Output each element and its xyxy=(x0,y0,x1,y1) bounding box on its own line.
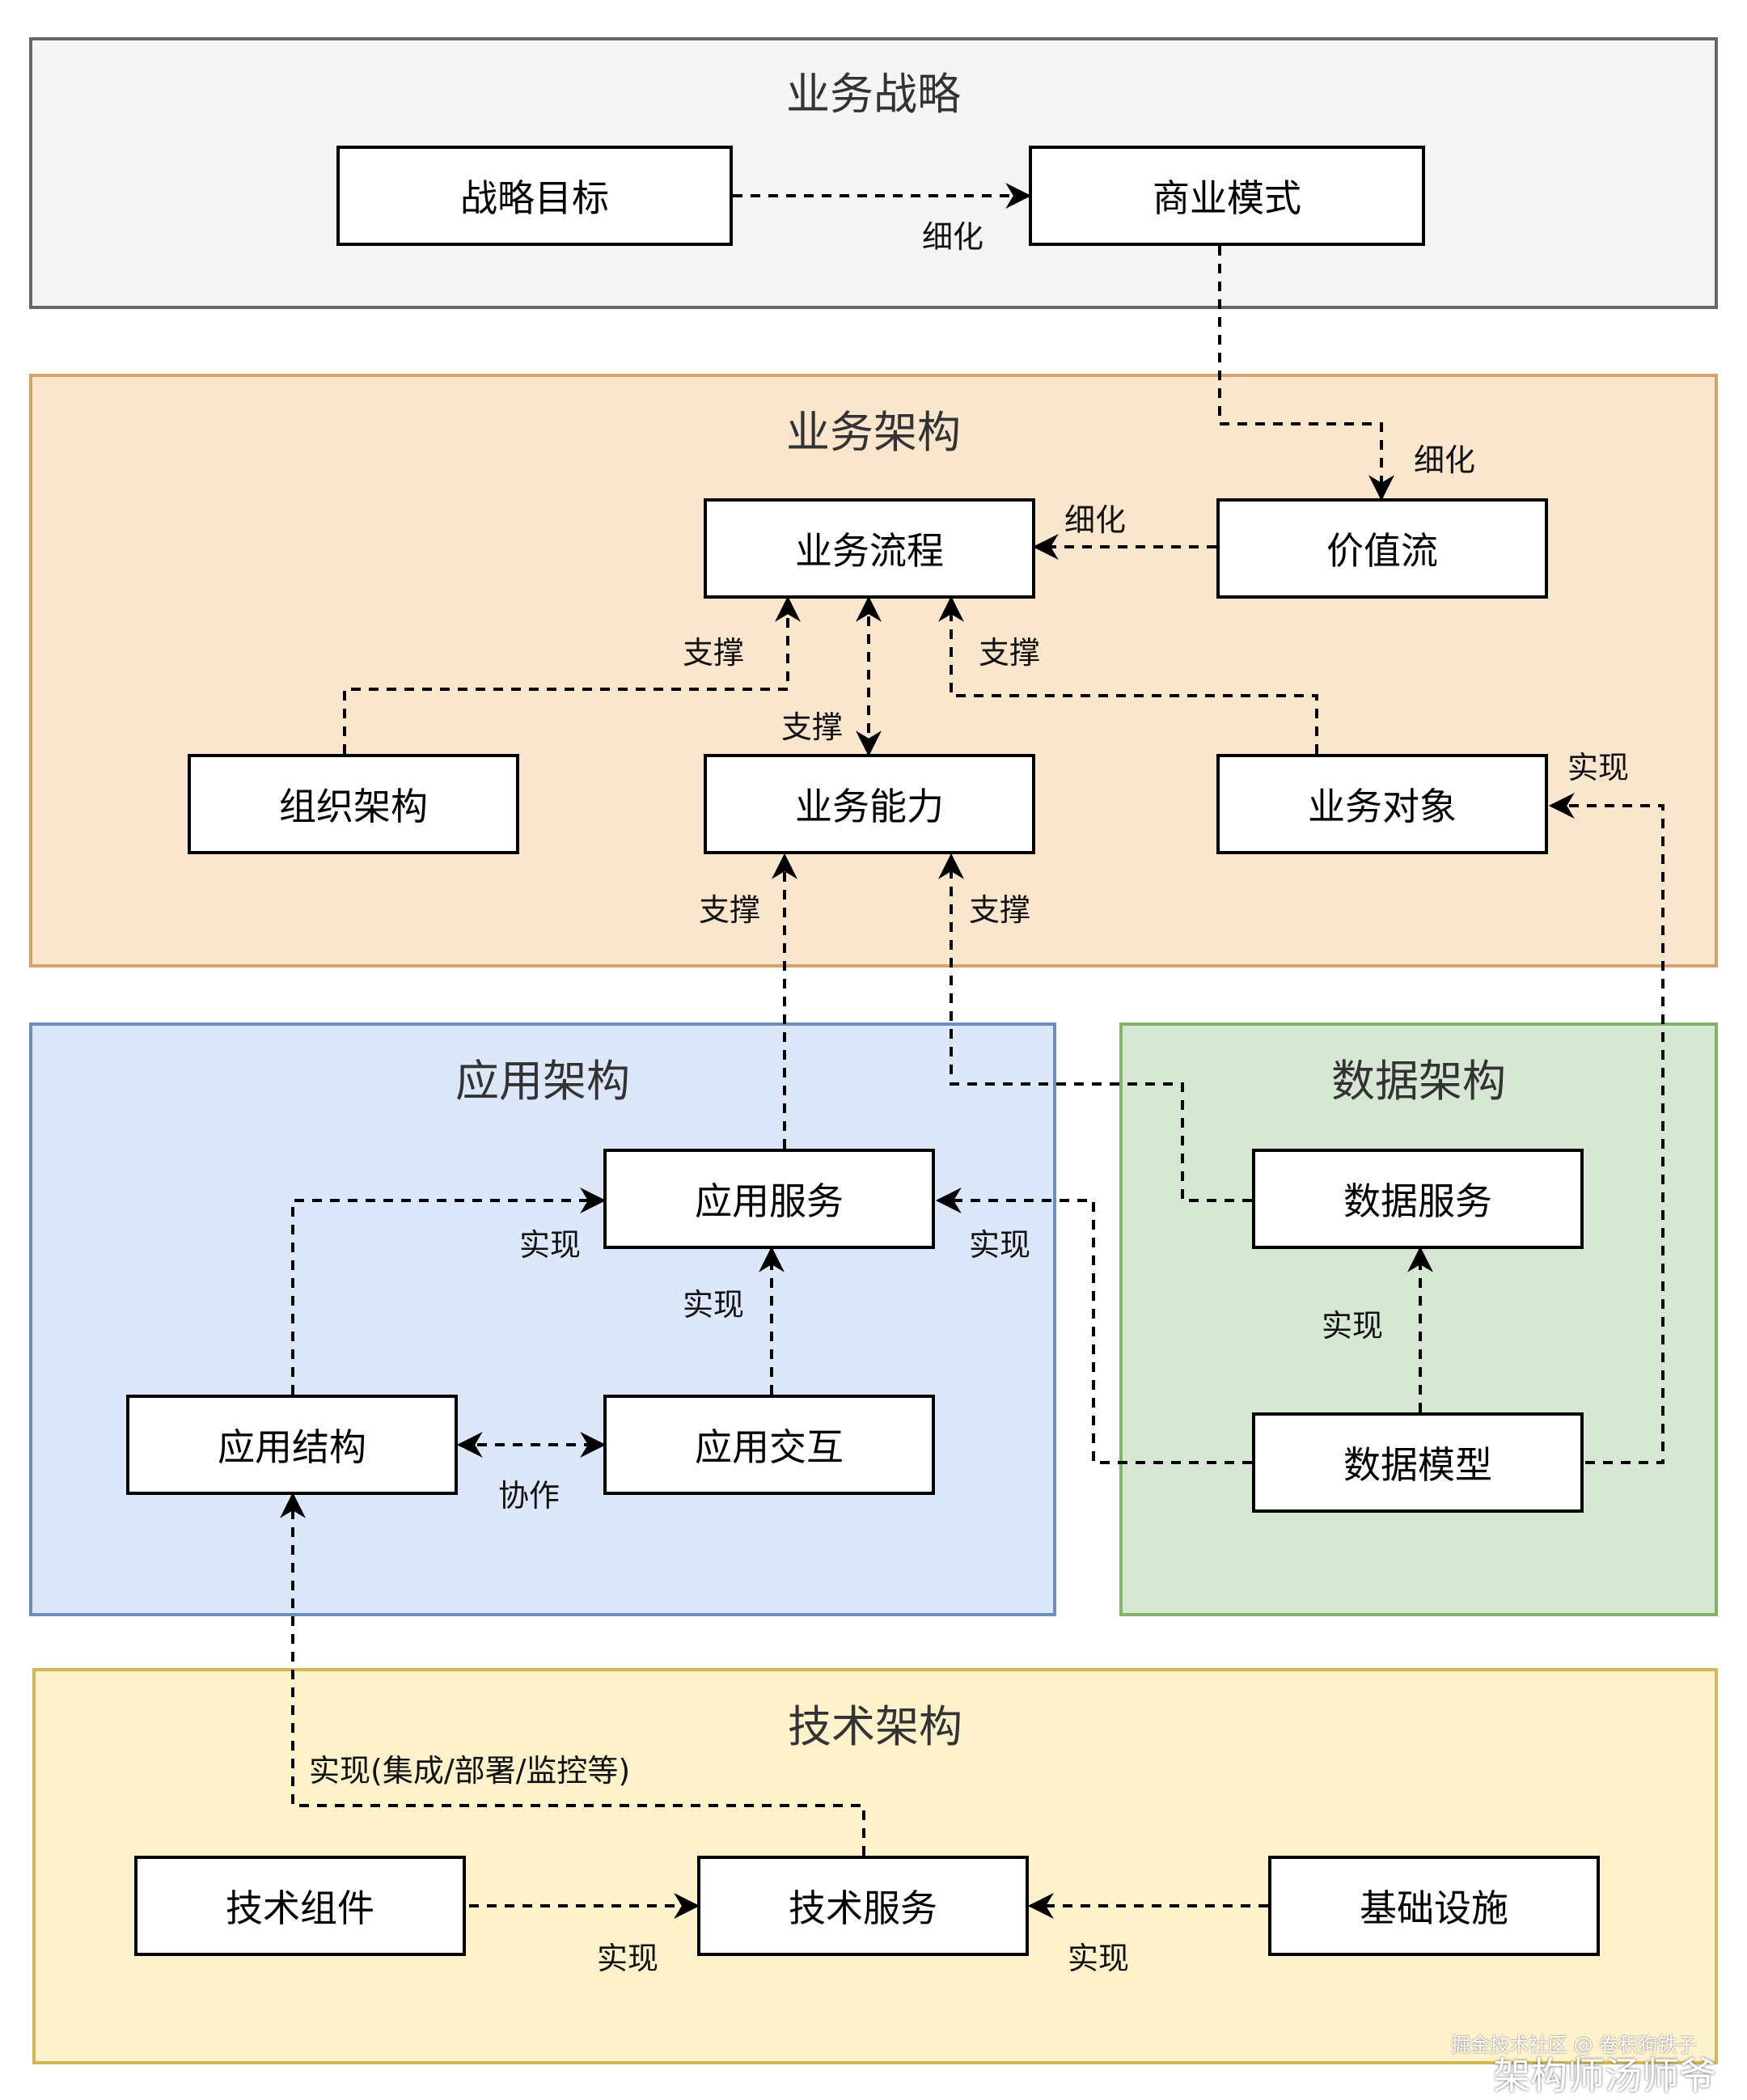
label-realize-appstructure: 实现 xyxy=(519,1227,582,1263)
layer-application: 应用架构 xyxy=(29,1022,1056,1616)
label-refine-model-valuestream: 细化 xyxy=(1414,442,1476,478)
edge-datamodel-to-object xyxy=(1548,793,1665,1464)
node-data-model: 数据模型 xyxy=(1252,1412,1584,1513)
layer-title-data: 数据架构 xyxy=(1331,1056,1506,1107)
edge-org-to-process xyxy=(343,595,801,754)
node-business-process: 业务流程 xyxy=(704,498,1035,599)
edge-techservice-to-appstructure xyxy=(280,1492,865,1856)
label-refine-goal-model: 细化 xyxy=(922,219,984,255)
edge-model-to-valuestream xyxy=(1218,246,1394,502)
node-business-model: 商业模式 xyxy=(1029,146,1425,246)
label-realize-infra: 实现 xyxy=(1068,1941,1130,1976)
edge-appstructure-to-appservice xyxy=(291,1188,607,1395)
layer-title-strategy: 业务战略 xyxy=(786,69,961,120)
label-support-capability-process: 支撑 xyxy=(781,709,844,745)
label-realize-datamodel-object: 实现 xyxy=(1567,750,1630,785)
label-support-org: 支撑 xyxy=(683,635,745,671)
label-support-appservice: 支撑 xyxy=(699,892,761,928)
edge-datamodel-to-appservice xyxy=(935,1188,1252,1464)
watermark-author: 架构师汤师爷 xyxy=(1493,2054,1716,2098)
edge-object-to-process xyxy=(938,595,1318,754)
edge-dataservice-to-capability xyxy=(938,853,1252,1202)
label-collaborate: 协作 xyxy=(498,1478,560,1514)
layer-title-application: 应用架构 xyxy=(455,1056,630,1107)
node-business-object: 业务对象 xyxy=(1216,754,1548,854)
node-app-service: 应用服务 xyxy=(603,1149,935,1249)
node-app-structure: 应用结构 xyxy=(126,1395,458,1495)
node-business-capability: 业务能力 xyxy=(704,754,1035,854)
label-realize-ops: 实现(集成/部署/监控等) xyxy=(309,1753,631,1789)
label-refine-valuestream-process: 细化 xyxy=(1064,502,1127,538)
layer-title-business: 业务架构 xyxy=(786,407,961,458)
node-organization: 组织架构 xyxy=(188,754,519,854)
node-strategy-goal: 战略目标 xyxy=(336,146,733,246)
node-data-service: 数据服务 xyxy=(1252,1149,1584,1249)
node-infrastructure: 基础设施 xyxy=(1268,1856,1600,1956)
label-support-object: 支撑 xyxy=(979,635,1041,671)
watermark-community: 掘金技术社区 @ 卷积狗铁子 xyxy=(1451,2034,1697,2056)
node-tech-service: 技术服务 xyxy=(697,1856,1029,1956)
label-support-dataservice: 支撑 xyxy=(969,892,1031,928)
node-app-interaction: 应用交互 xyxy=(603,1395,935,1495)
node-tech-component: 技术组件 xyxy=(134,1856,466,1956)
label-realize-datamodel-dataservice: 实现 xyxy=(1322,1308,1384,1344)
node-value-stream: 价值流 xyxy=(1216,498,1548,599)
layer-strategy: 业务战略 xyxy=(29,37,1718,309)
layer-title-technology: 技术架构 xyxy=(788,1701,962,1752)
label-realize-component: 实现 xyxy=(597,1941,659,1976)
label-realize-appinteraction: 实现 xyxy=(683,1287,745,1323)
label-realize-datamodel-appservice: 实现 xyxy=(969,1227,1031,1263)
